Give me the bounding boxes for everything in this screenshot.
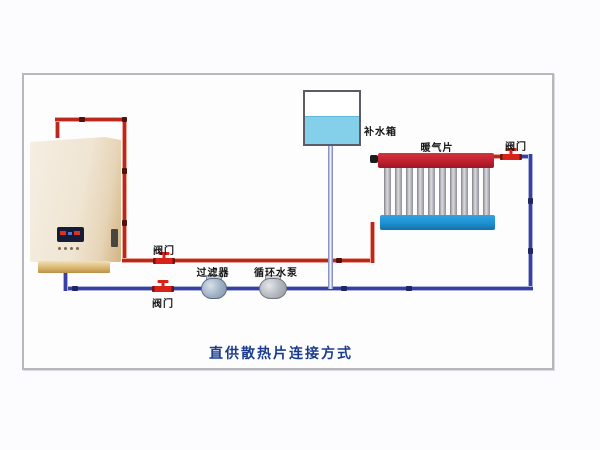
- filter-label: 过滤器: [196, 268, 230, 279]
- pipe-coupling: [528, 198, 533, 204]
- pipe-coupling: [406, 286, 412, 291]
- pipe-coupling: [528, 248, 533, 254]
- circulation-pump: [259, 278, 287, 299]
- boiler-button: [64, 247, 67, 250]
- tank-label: 补水箱: [364, 127, 397, 138]
- radiator-label: 暖气片: [420, 143, 454, 154]
- radiator-tube: [461, 166, 468, 216]
- boiler-button: [70, 247, 73, 250]
- pipe-coupling: [122, 220, 127, 226]
- radiator-tube: [428, 166, 435, 216]
- valve-radiator: [500, 148, 522, 160]
- pipe-blue-return-run: [63, 286, 533, 291]
- pipe-red-radiator-riser: [370, 222, 375, 263]
- valve-return-label: 阀门: [152, 299, 174, 310]
- valve-handle: [505, 148, 517, 151]
- tank-water-level: [305, 116, 359, 144]
- valve-stem: [162, 254, 166, 259]
- pipe-blue-elbow: [521, 154, 533, 159]
- valve-supply: [153, 252, 175, 264]
- valve-return: [152, 280, 174, 292]
- pump-label: 循环水泵: [254, 268, 298, 279]
- boiler-base: [38, 261, 110, 273]
- boiler-button: [76, 247, 79, 250]
- display-segment: [60, 231, 66, 235]
- boiler-side-connector: [111, 229, 118, 247]
- radiator-air-vent: [370, 155, 378, 163]
- pipe-red-boiler-stub: [55, 117, 60, 138]
- radiator-tube: [450, 166, 457, 216]
- radiator-top-header: [378, 153, 494, 168]
- pipe-red-downcomer: [122, 117, 127, 263]
- radiator-bottom-header: [380, 215, 495, 230]
- radiator-tube: [439, 166, 446, 216]
- radiator-tube: [406, 166, 413, 216]
- diagram-title: 直供散热片连接方式: [209, 345, 353, 361]
- boiler-control-panel: [57, 227, 84, 242]
- boiler-button: [58, 247, 61, 250]
- valve-handle: [158, 252, 170, 255]
- radiator-tube: [483, 166, 490, 216]
- radiator-tube: [417, 166, 424, 216]
- pipe-coupling: [122, 168, 127, 174]
- pipe-blue-downcomer: [528, 154, 533, 291]
- valve-body: [500, 153, 522, 160]
- pipe-blue-boiler-stub: [63, 270, 68, 291]
- valve-supply-label: 阀门: [153, 246, 175, 257]
- radiator-tubes: [384, 166, 490, 216]
- filter: [201, 278, 227, 299]
- valve-body: [152, 285, 174, 292]
- valve-handle: [157, 280, 169, 283]
- boiler: [30, 137, 121, 262]
- pipe-tank-feed: [328, 142, 333, 289]
- radiator-tube: [395, 166, 402, 216]
- valve-stem: [509, 150, 513, 155]
- pipe-coupling: [72, 286, 78, 291]
- pipe-red-supply-run: [122, 258, 375, 263]
- radiator-tube: [384, 166, 391, 216]
- pipe-coupling: [341, 286, 347, 291]
- makeup-water-tank: [303, 90, 361, 146]
- radiator-tube: [472, 166, 479, 216]
- pipe-coupling: [336, 258, 342, 263]
- valve-stem: [161, 282, 165, 287]
- display-segment: [68, 232, 72, 235]
- valve-body: [153, 257, 175, 264]
- pipe-red-top-run: [55, 117, 127, 122]
- display-segment: [74, 231, 80, 235]
- pipe-coupling: [122, 117, 127, 122]
- pipe-coupling: [79, 117, 85, 122]
- valve-radiator-label: 阀门: [505, 142, 527, 153]
